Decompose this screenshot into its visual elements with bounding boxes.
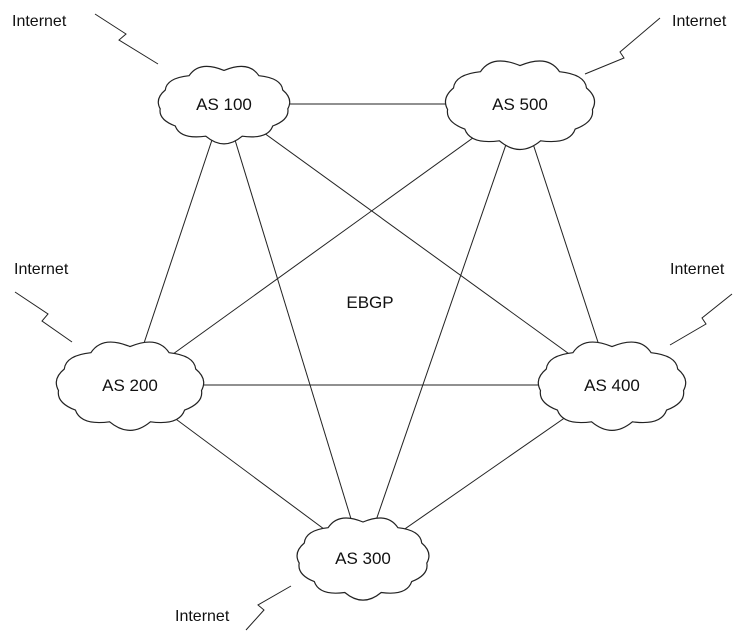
ebgp-link-as100-as400	[223, 103, 613, 386]
as400-cloud	[537, 341, 687, 431]
as500-cloud	[444, 60, 596, 151]
as300-cloud	[296, 517, 430, 601]
as500-label: AS 500	[492, 95, 548, 114]
as400-internet-bolt-icon	[669, 293, 733, 346]
as400-internet-label: Internet	[670, 261, 725, 278]
links-layer	[129, 103, 613, 559]
as100-cloud	[157, 65, 291, 145]
ebgp-link-as500-as400	[519, 103, 613, 386]
as200-internet-label: Internet	[14, 261, 69, 278]
clouds-layer	[55, 60, 687, 601]
as300-internet-bolt-icon	[245, 585, 292, 631]
ebgp-link-as100-as300	[223, 103, 364, 559]
ebgp-link-as100-as200	[129, 103, 225, 386]
ebgp-link-as500-as300	[362, 103, 521, 559]
as100-label: AS 100	[196, 95, 252, 114]
internet-bolts-layer	[14, 13, 733, 631]
ebgp-center-label: EBGP	[346, 293, 393, 312]
as500-internet-bolt-icon	[584, 17, 661, 75]
as200-cloud	[55, 341, 205, 431]
as100-internet-bolt-icon	[94, 13, 159, 65]
ebgp-link-as500-as200	[129, 103, 521, 386]
as100-internet-label: Internet	[12, 13, 67, 30]
as200-label: AS 200	[102, 376, 158, 395]
as300-label: AS 300	[335, 549, 391, 568]
as200-internet-bolt-icon	[14, 291, 73, 343]
as300-internet-label: Internet	[175, 608, 230, 625]
as500-internet-label: Internet	[672, 13, 727, 30]
as400-label: AS 400	[584, 376, 640, 395]
